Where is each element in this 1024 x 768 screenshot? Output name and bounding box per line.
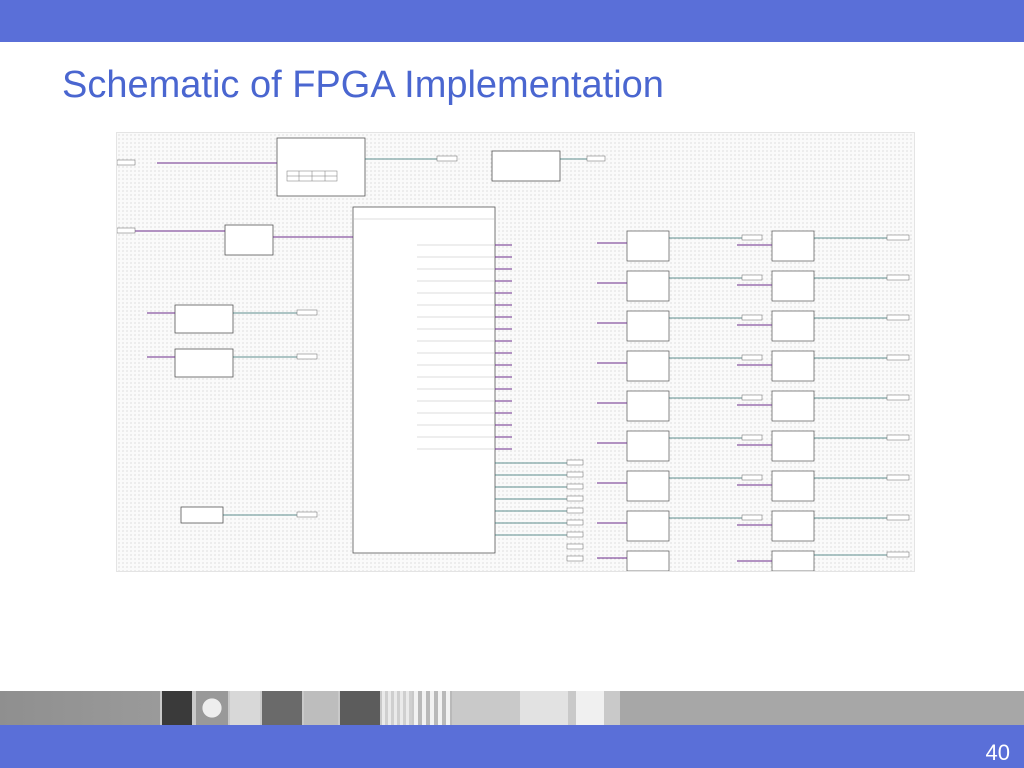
system-main-block [352,206,496,554]
simple-counter-block [491,150,561,182]
decorative-photo-strip [0,691,1024,725]
strip-photo-3 [230,691,260,725]
left-block-1 [174,304,234,334]
left-block-2 [174,348,234,378]
top-banner [0,0,1024,42]
bottom-banner [0,725,1024,768]
fpga-schematic-diagram [116,132,915,572]
strip-photo-8 [414,691,452,725]
strip-photo-1 [162,691,192,725]
strip-photo-7 [382,691,412,725]
strip-photo-2 [196,691,228,725]
constant-block [180,506,224,524]
sdram-pll-block [276,137,366,197]
debounce-block [224,224,274,256]
strip-photo-4 [262,691,302,725]
page-number: 40 [985,740,1010,765]
slide-title: Schematic of FPGA Implementation [62,64,664,106]
strip-photo-5 [304,691,338,725]
strip-photo-10 [576,691,604,725]
schematic-drawing [117,137,910,571]
strip-photo-6 [340,691,380,725]
strip-photo-9 [520,691,568,725]
